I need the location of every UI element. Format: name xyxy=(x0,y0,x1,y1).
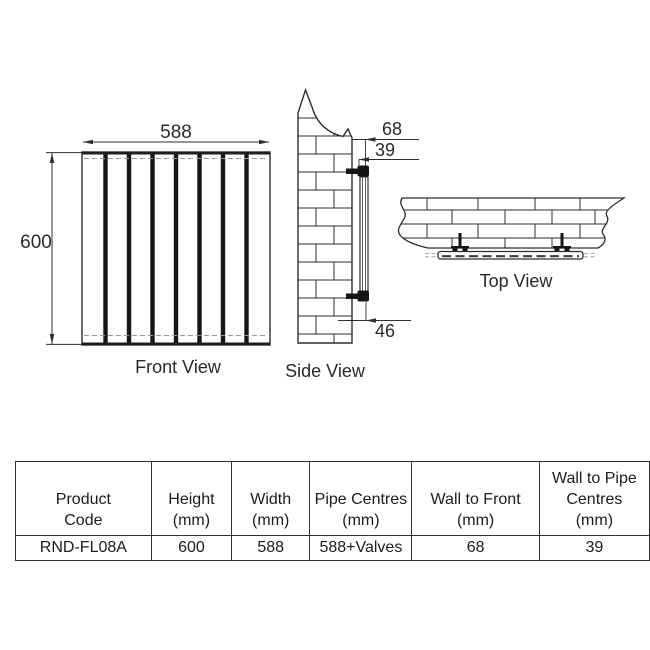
side-wall-to-front-dimension: 68 xyxy=(352,119,419,166)
side-view-caption: Side View xyxy=(285,361,366,381)
side-wall xyxy=(297,87,353,344)
header-pipe-centres: Pipe Centres (mm) xyxy=(309,461,413,536)
front-height-dimension: 600 xyxy=(20,152,82,345)
side-wall-to-pipe-dimension: 39 xyxy=(358,140,419,167)
side-bottom-dimension: 46 xyxy=(338,302,411,341)
front-width-label: 588 xyxy=(160,122,192,143)
front-width-dimension: 588 xyxy=(83,122,269,145)
side-top-valve xyxy=(346,165,369,177)
top-centrelines xyxy=(425,253,596,258)
cell-height: 600 xyxy=(150,535,233,561)
side-view-drawing: 68 39 46 Side View xyxy=(285,87,419,381)
cell-wall-to-pipe-centres: 39 xyxy=(538,535,650,561)
top-bracket-right xyxy=(553,233,571,253)
side-radiator-body xyxy=(359,176,369,294)
header-wall-to-pipe-centres: Wall to Pipe Centres (mm) xyxy=(538,461,650,536)
header-product-code: Product Code xyxy=(15,461,152,536)
top-wall-bricks xyxy=(398,198,624,248)
side-bottom-dim-label: 46 xyxy=(375,321,395,341)
front-view-caption: Front View xyxy=(135,357,222,377)
top-wall xyxy=(397,197,627,249)
header-wall-to-front: Wall to Front (mm) xyxy=(411,461,540,536)
front-panel-bars xyxy=(103,154,249,343)
cell-width: 588 xyxy=(231,535,311,561)
front-view-drawing: 588 600 Front View xyxy=(20,122,271,377)
specification-table: Product Code Height (mm) Width (mm) Pipe… xyxy=(15,461,650,561)
side-wall-to-pipe-label: 39 xyxy=(375,140,395,160)
side-bottom-valve xyxy=(346,290,369,302)
technical-drawing: 588 600 Front View xyxy=(20,87,627,381)
cell-pipe-centres: 588+Valves xyxy=(309,535,413,561)
side-wall-bricks xyxy=(298,100,352,343)
top-view-caption: Top View xyxy=(480,271,554,291)
header-height: Height (mm) xyxy=(150,461,233,536)
cell-product-code: RND-FL08A xyxy=(15,535,152,561)
top-view-drawing: Top View xyxy=(397,197,627,291)
front-height-label: 600 xyxy=(20,232,52,253)
table-header-row: Product Code Height (mm) Width (mm) Pipe… xyxy=(15,461,650,536)
table-data-row: RND-FL08A 600 588 588+Valves 68 39 xyxy=(15,535,650,561)
cell-wall-to-front: 68 xyxy=(411,535,540,561)
header-width: Width (mm) xyxy=(231,461,311,536)
top-bracket-left xyxy=(451,233,469,253)
side-wall-to-front-label: 68 xyxy=(382,119,402,139)
